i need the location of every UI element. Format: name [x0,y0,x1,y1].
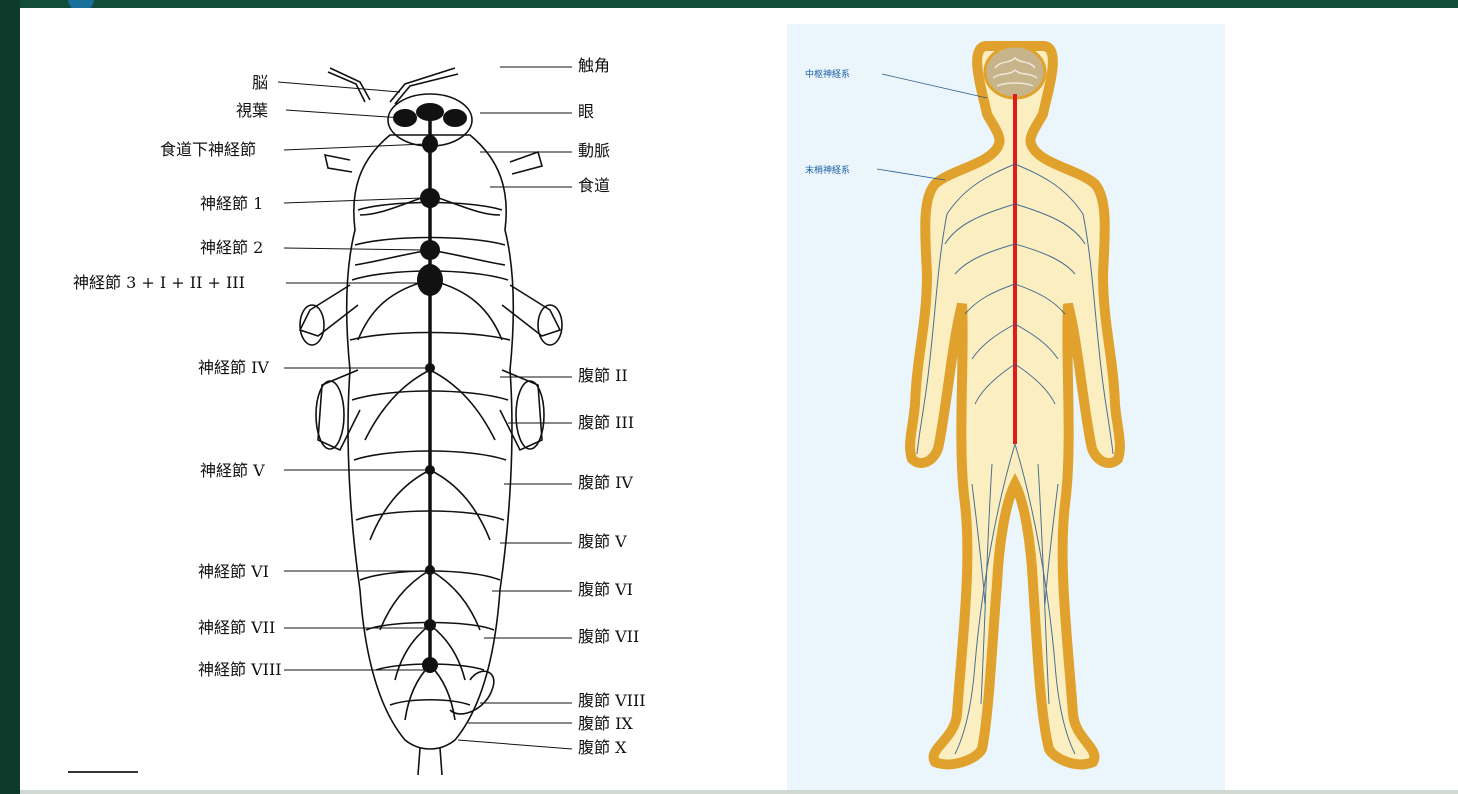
label-peripheral-nervous-system: 末梢神経系 [805,163,850,176]
label-central-nervous-system: 中枢神経系 [805,67,850,80]
label-ganglion-vii: 神経節 VII [198,619,275,637]
leader-central [882,74,987,98]
insect-nervous-system-diagram: 脳 視葉 食道下神経節 神経節 1 神経節 2 神経節 3 + I + II +… [60,40,680,780]
label-abdominal-segment-vii: 腹節 VII [578,628,639,646]
human-nervous-system-diagram: 中枢神経系 末梢神経系 [787,24,1225,790]
label-ganglion-2: 神経節 2 [200,239,263,257]
label-optic-lobe: 視葉 [236,102,268,120]
label-ganglion-3-i-ii-iii: 神経節 3 + I + II + III [73,274,245,292]
label-abdominal-segment-x: 腹節 X [578,739,626,757]
label-ganglion-viii: 神経節 VIII [198,661,282,679]
label-ganglion-1: 神経節 1 [200,195,263,213]
label-esophagus: 食道 [578,177,610,195]
label-abdominal-segment-ix: 腹節 IX [578,715,633,733]
brain-shape [985,46,1045,98]
label-antenna: 触角 [578,57,610,75]
label-abdominal-segment-iii: 腹節 III [578,414,634,432]
bottom-border [20,790,1458,794]
window-left-bar [0,0,20,794]
label-abdominal-segment-v: 腹節 V [578,533,627,551]
label-subesophageal-ganglion: 食道下神経節 [160,141,256,159]
leader-peripheral [877,169,945,180]
label-ganglion-iv: 神経節 IV [198,359,269,377]
label-abdominal-segment-ii: 腹節 II [578,367,628,385]
label-abdominal-segment-viii: 腹節 VIII [578,692,646,710]
label-abdominal-segment-iv: 腹節 IV [578,474,633,492]
label-ganglion-v: 神経節 V [200,462,265,480]
label-abdominal-segment-vi: 腹節 VI [578,581,633,599]
label-eye: 眼 [578,103,594,121]
label-brain: 脳 [252,74,268,92]
human-body-illustration [787,24,1225,790]
label-artery: 動脈 [578,142,610,160]
label-ganglion-vi: 神経節 VI [198,563,269,581]
window-top-bar [0,0,1458,8]
